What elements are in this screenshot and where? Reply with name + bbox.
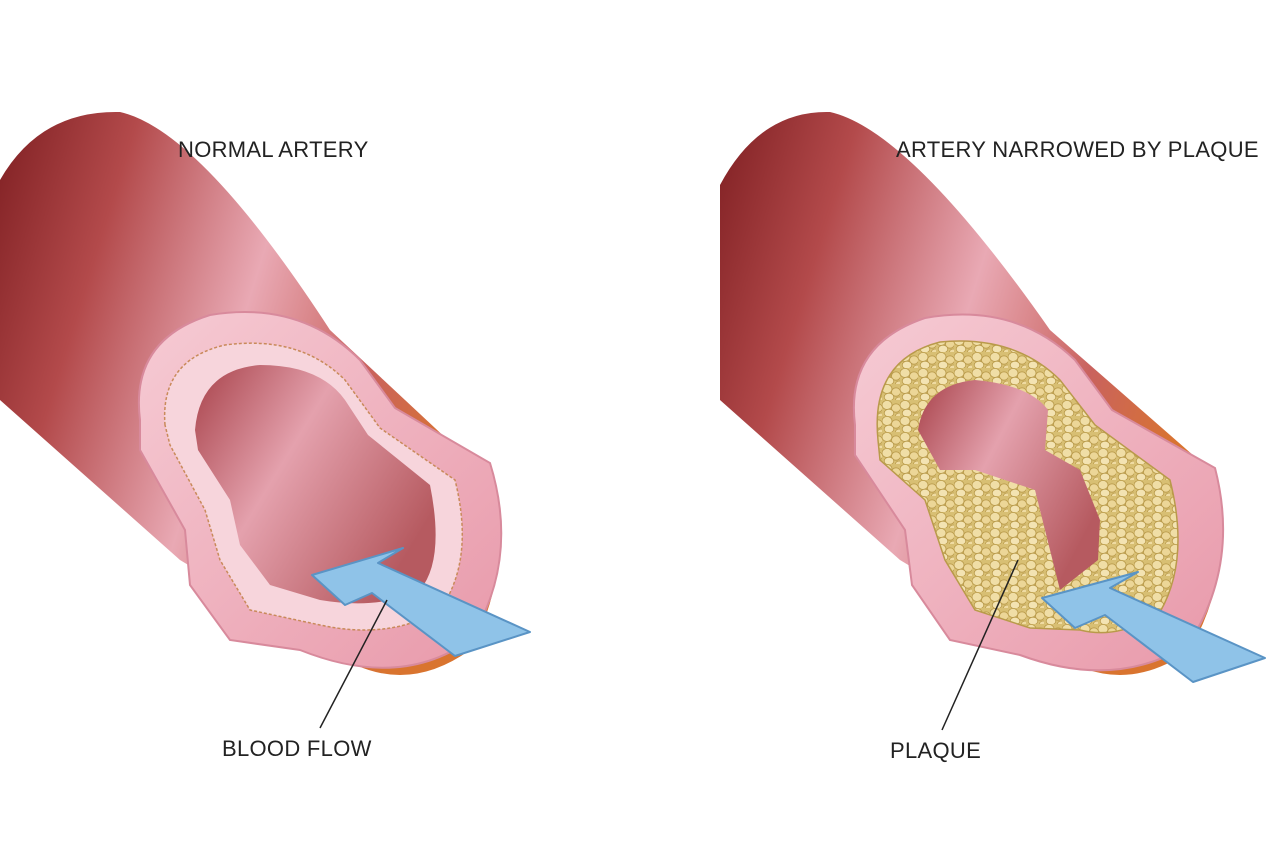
- normal-artery-title: NORMAL ARTERY: [178, 137, 369, 162]
- blood-flow-label: BLOOD FLOW: [222, 736, 372, 761]
- plaque-label: PLAQUE: [890, 738, 981, 763]
- narrowed-artery: ARTERY NARROWED BY PLAQUE PLAQUE: [720, 112, 1265, 763]
- narrowed-artery-title: ARTERY NARROWED BY PLAQUE: [896, 137, 1259, 162]
- normal-artery: NORMAL ARTERY BLOOD FLOW: [0, 112, 530, 761]
